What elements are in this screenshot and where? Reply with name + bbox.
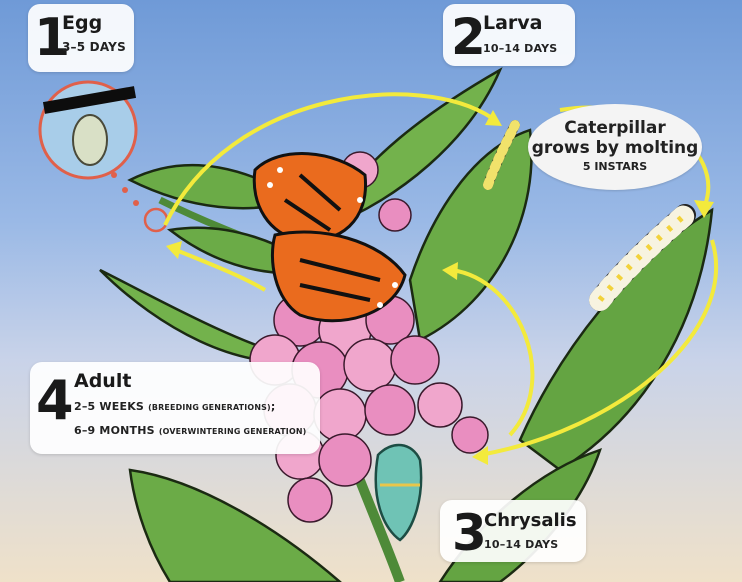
egg-magnifier — [40, 82, 167, 231]
stage-number: 4 — [36, 374, 74, 428]
molting-note-detail: 5 INSTARS — [528, 160, 702, 173]
stage-number: 3 — [452, 508, 487, 558]
stage-duration: 10–14 DAYS — [483, 42, 557, 55]
stage-duration: 10–14 DAYS — [484, 538, 558, 551]
leaf-right-tall — [520, 210, 712, 470]
stage-title: Chrysalis — [484, 510, 577, 531]
stage-number: 2 — [451, 12, 486, 62]
stage-title: Egg — [62, 12, 102, 34]
adult-duration-overwintering: 6–9 MONTHS (OVERWINTERING GENERATION) — [74, 424, 307, 437]
stage-title: Larva — [483, 12, 543, 34]
adult-duration-breeding: 2–5 WEEKS (BREEDING GENERATIONS); — [74, 400, 275, 413]
stage-card-egg: 1 Egg 3–5 DAYS — [28, 4, 134, 72]
molting-note-line1: Caterpillar — [528, 118, 702, 138]
molting-note-line2: grows by molting — [528, 138, 702, 158]
stage-duration: 3–5 DAYS — [62, 40, 126, 54]
stage-card-larva: 2 Larva 10–14 DAYS — [443, 4, 575, 66]
stage-title: Adult — [74, 370, 131, 392]
molting-note: Caterpillar grows by molting 5 INSTARS — [528, 104, 702, 190]
stage-card-chrysalis: 3 Chrysalis 10–14 DAYS — [440, 500, 586, 562]
stage-card-adult: 4 Adult 2–5 WEEKS (BREEDING GENERATIONS)… — [30, 362, 320, 454]
